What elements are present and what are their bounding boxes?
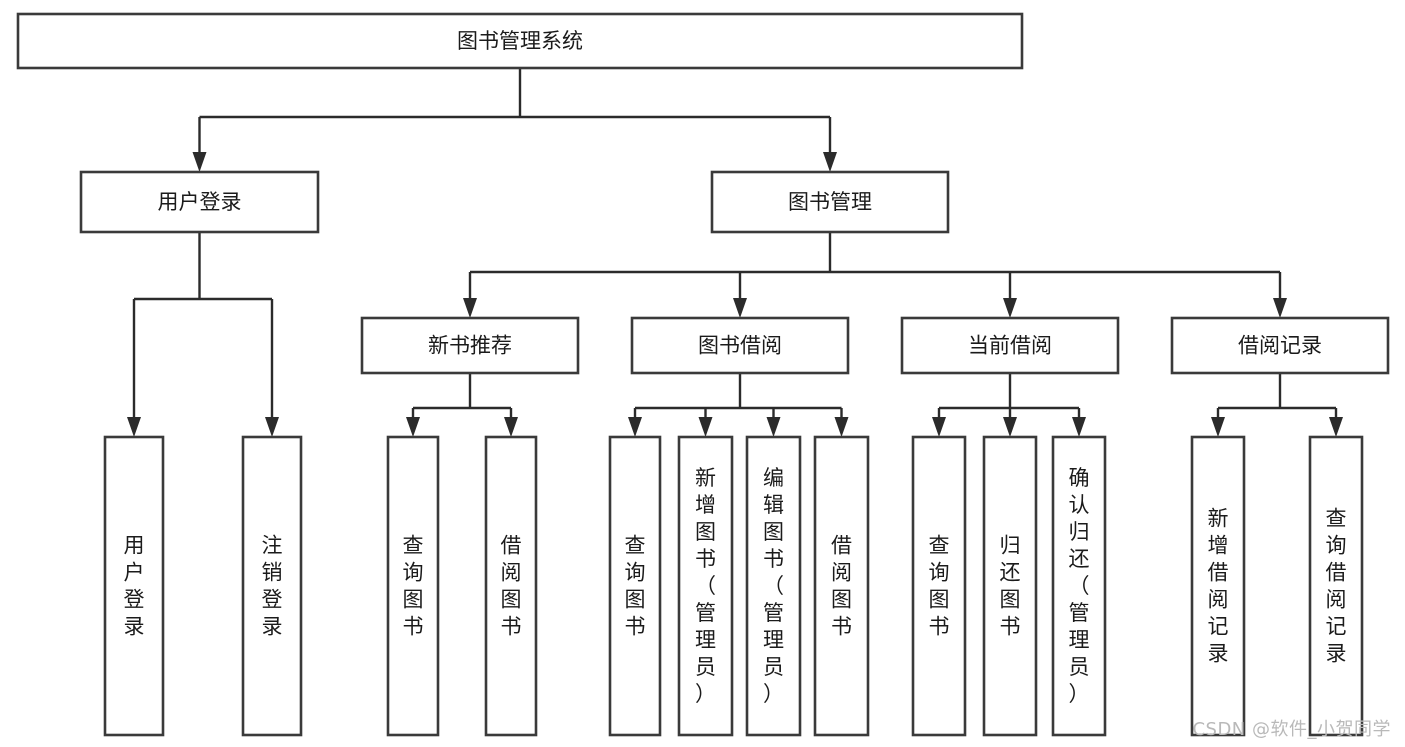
arrow-head-icon	[463, 298, 477, 318]
arrow-head-icon	[265, 417, 279, 437]
arrow-head-icon	[628, 417, 642, 437]
node-level3-1-label: 图书借阅	[698, 334, 782, 358]
leaf-user-1-rect[interactable]	[241, 435, 303, 737]
node-level3-2-rect[interactable]	[900, 316, 1120, 375]
node-level3-2[interactable]: 当前借阅	[900, 316, 1120, 375]
leaf-user-0-label: 用户登录	[124, 534, 145, 639]
leaf-l3-0-1[interactable]: 借阅图书	[484, 435, 538, 737]
leaf-l3-0-1-rect[interactable]	[484, 435, 538, 737]
leaf-l3-1-1[interactable]: 新增图书（管理员）	[677, 435, 734, 737]
leaf-l3-2-1-rect[interactable]	[982, 435, 1038, 737]
leaf-user-0-rect[interactable]	[103, 435, 165, 737]
leaf-l3-1-1-rect[interactable]	[677, 435, 734, 737]
leaf-l3-2-0[interactable]: 查询图书	[911, 435, 967, 737]
arrow-head-icon	[504, 417, 518, 437]
leaf-l3-1-2-label: 编辑图书（管理员）	[763, 466, 784, 706]
leaf-l3-0-1-label: 借阅图书	[501, 534, 522, 639]
leaf-l3-1-3-label: 借阅图书	[831, 534, 852, 639]
arrow-head-icon	[127, 417, 141, 437]
leaf-user-1-label: 注销登录	[262, 534, 283, 639]
node-root-label: 图书管理系统	[457, 29, 583, 53]
leaf-l3-1-0-rect[interactable]	[608, 435, 662, 737]
leaf-l3-1-2-rect[interactable]	[745, 435, 802, 737]
node-level3-3-rect[interactable]	[1170, 316, 1390, 375]
leaf-l3-2-0-rect[interactable]	[911, 435, 967, 737]
node-level3-1-rect[interactable]	[630, 316, 850, 375]
node-level3-3-label: 借阅记录	[1238, 334, 1322, 358]
leaf-l3-3-1-rect[interactable]	[1308, 435, 1364, 737]
node-level3-0[interactable]: 新书推荐	[360, 316, 580, 375]
leaf-l3-1-0-label: 查询图书	[625, 534, 646, 639]
arrow-head-icon	[1211, 417, 1225, 437]
arrow-head-icon	[834, 417, 849, 437]
leaf-l3-1-3-rect[interactable]	[813, 435, 870, 737]
node-level3-3[interactable]: 借阅记录	[1170, 316, 1390, 375]
leaf-l3-2-2-label: 确认归还（管理员）	[1069, 466, 1090, 706]
connector-layer	[127, 68, 1343, 437]
node-layer: 图书管理系统用户登录图书管理用户登录注销登录新书推荐图书借阅当前借阅借阅记录查询…	[16, 12, 1390, 737]
leaf-l3-2-1-label: 归还图书	[1000, 534, 1021, 639]
arrow-head-icon	[823, 152, 837, 172]
arrow-head-icon	[698, 417, 713, 437]
leaf-l3-3-1-label: 查询借阅记录	[1326, 507, 1347, 666]
leaf-l3-1-0[interactable]: 查询图书	[608, 435, 662, 737]
arrow-head-icon	[733, 298, 747, 318]
arrow-head-icon	[1003, 417, 1017, 437]
leaf-l3-1-2[interactable]: 编辑图书（管理员）	[745, 435, 802, 737]
arrow-head-icon	[1003, 298, 1017, 318]
arrow-head-icon	[192, 152, 207, 172]
node-book-management-label: 图书管理	[788, 190, 872, 214]
node-user-login-label: 用户登录	[158, 190, 242, 214]
node-root[interactable]: 图书管理系统	[16, 12, 1024, 70]
leaf-user-1[interactable]: 注销登录	[241, 435, 303, 737]
arrow-head-icon	[932, 417, 946, 437]
leaf-user-0[interactable]: 用户登录	[103, 435, 165, 737]
leaf-l3-2-2[interactable]: 确认归还（管理员）	[1051, 435, 1107, 737]
arrow-head-icon	[406, 417, 420, 437]
leaf-l3-2-0-label: 查询图书	[929, 534, 950, 639]
node-user-login-rect[interactable]	[79, 170, 320, 234]
node-level3-0-rect[interactable]	[360, 316, 580, 375]
leaf-l3-1-1-label: 新增图书（管理员）	[695, 466, 716, 706]
node-user-login[interactable]: 用户登录	[79, 170, 320, 234]
node-level3-1[interactable]: 图书借阅	[630, 316, 850, 375]
arrow-head-icon	[1329, 417, 1343, 437]
leaf-l3-3-0-label: 新增借阅记录	[1208, 507, 1229, 666]
leaf-l3-0-0-rect[interactable]	[386, 435, 440, 737]
leaf-l3-3-1[interactable]: 查询借阅记录	[1308, 435, 1364, 737]
node-book-management[interactable]: 图书管理	[710, 170, 950, 234]
leaf-l3-3-0[interactable]: 新增借阅记录	[1190, 435, 1246, 737]
node-level3-0-label: 新书推荐	[428, 334, 512, 358]
leaf-l3-0-0[interactable]: 查询图书	[386, 435, 440, 737]
watermark-text: CSDN @软件_小贺同学	[1192, 719, 1391, 740]
arrow-head-icon	[1273, 298, 1287, 318]
leaf-l3-0-0-label: 查询图书	[403, 534, 424, 639]
leaf-l3-2-1[interactable]: 归还图书	[982, 435, 1038, 737]
leaf-l3-3-0-rect[interactable]	[1190, 435, 1246, 737]
arrow-head-icon	[1072, 417, 1086, 437]
node-root-rect[interactable]	[16, 12, 1024, 70]
node-level3-2-label: 当前借阅	[968, 334, 1052, 358]
leaf-l3-2-2-rect[interactable]	[1051, 435, 1107, 737]
node-book-management-rect[interactable]	[710, 170, 950, 234]
leaf-l3-1-3[interactable]: 借阅图书	[813, 435, 870, 737]
arrow-head-icon	[766, 417, 781, 437]
